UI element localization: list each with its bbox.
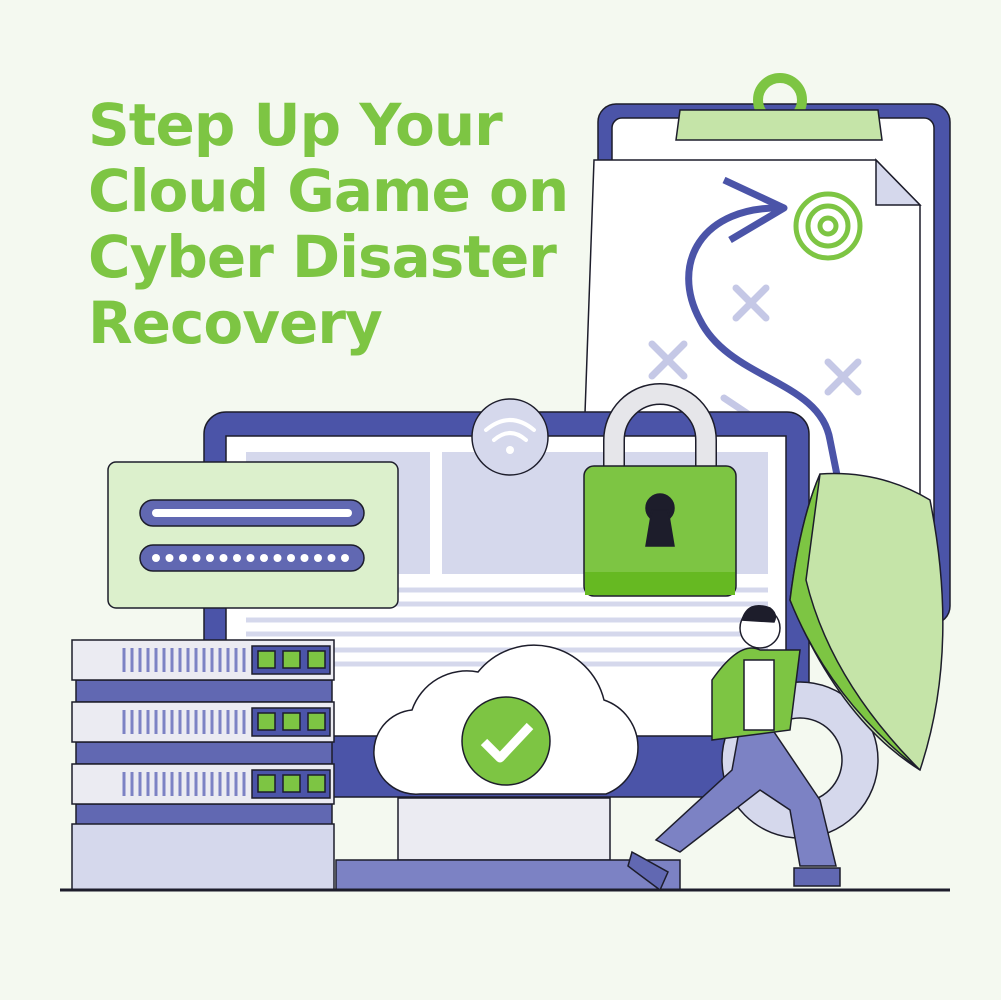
password-dot bbox=[219, 554, 228, 562]
headline-line: Cloud Game on bbox=[88, 157, 569, 225]
password-dot bbox=[300, 554, 309, 562]
password-dot bbox=[246, 554, 255, 562]
server-icon bbox=[71, 639, 335, 891]
server-base bbox=[71, 823, 335, 891]
wifi-icon bbox=[471, 398, 549, 476]
headline-line: Cyber Disaster bbox=[88, 223, 557, 291]
password-dot bbox=[179, 554, 187, 562]
headline-line: Recovery bbox=[88, 289, 383, 357]
password-dot bbox=[327, 554, 336, 562]
password-dot bbox=[273, 554, 282, 562]
password-dot bbox=[233, 554, 241, 562]
server-unit bbox=[71, 763, 335, 827]
route-arrow bbox=[685, 204, 842, 481]
password-dot bbox=[260, 554, 268, 562]
server-unit bbox=[71, 701, 335, 765]
password-dot bbox=[165, 554, 174, 562]
cloud-check-icon bbox=[373, 644, 639, 795]
person bbox=[627, 605, 841, 892]
headline: Step Up Your Cloud Game on Cyber Disaste… bbox=[88, 91, 569, 357]
password-dot bbox=[314, 554, 322, 562]
server-unit bbox=[71, 639, 335, 703]
password-dot bbox=[287, 554, 295, 562]
target-icon bbox=[793, 191, 863, 261]
shield-icon bbox=[789, 472, 944, 772]
login-form-icon bbox=[107, 461, 399, 609]
password-dot bbox=[152, 554, 160, 562]
password-dot bbox=[341, 554, 349, 562]
padlock-icon bbox=[583, 383, 737, 597]
password-dot bbox=[206, 554, 214, 562]
password-dot bbox=[192, 554, 201, 562]
headline-line: Step Up Your bbox=[88, 91, 503, 159]
